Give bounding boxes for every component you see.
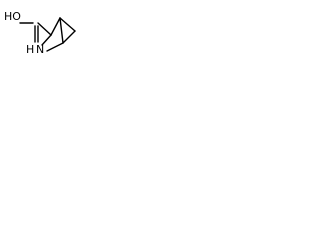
bond-carbonyl-ring: [37, 22, 52, 36]
amine-hydrogen-label: H: [26, 43, 34, 56]
bond-right-bridgehead: [62, 30, 76, 44]
amine-nitrogen-label: N: [36, 43, 44, 56]
molecule-diagram: HO H N: [0, 0, 80, 68]
structure-svg: HO H N: [4, 10, 76, 56]
bond-ring-top: [50, 17, 61, 36]
bond-bridgehead-top: [59, 17, 64, 44]
hydroxyl-label: HO: [4, 10, 21, 23]
bond-nitrogen-bridgehead: [46, 42, 64, 52]
bond-top-right: [59, 17, 76, 32]
bond-nitrogen-ring: [41, 34, 52, 46]
